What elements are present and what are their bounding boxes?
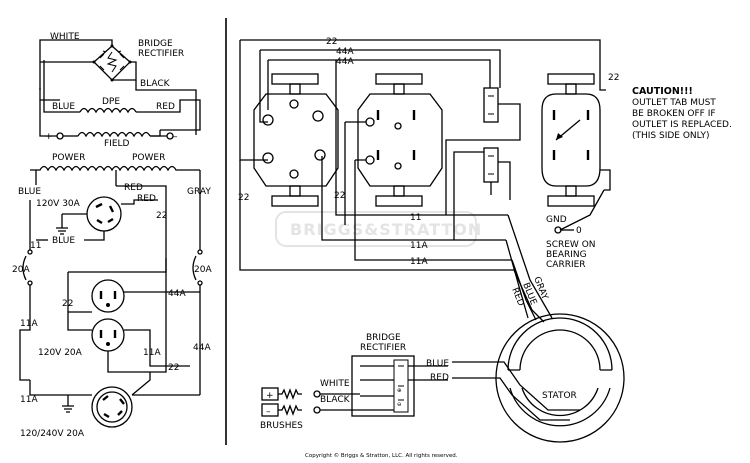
label-44a-a: 44A [168,289,186,299]
label-white: WHITE [50,32,80,42]
caution-line-3: BE BROKEN OFF IF [632,109,716,119]
label-red-outlet: RED [137,194,156,204]
label-11a-2: 11A [410,257,428,267]
label-22-a: 22 [156,211,167,221]
label-stator: STATOR [542,391,577,401]
label-outlet-20a: 120V 20A [38,348,83,358]
label-22-left: 22 [238,193,249,203]
label-22-right: 22 [608,73,619,83]
label-11: 11 [410,213,421,223]
label-11a-1: 11A [410,241,428,251]
copyright-notice: Copyright © Briggs & Stratton, LLC. All … [305,452,458,459]
fuse-holders [483,87,499,183]
label-red-rect: RED [430,373,449,383]
label-red-mid: RED [124,183,143,193]
bridge-rectifier-symbol [92,44,132,82]
label-gray: GRAY [187,187,211,197]
label-blue-dpe: BLUE [52,102,75,112]
outlet-240v-symbol [91,386,133,428]
watermark-text: BRIGGS&STRATTON [290,220,482,239]
label-bridge-box-1: BRIDGE [366,333,401,343]
label-11a-c: 11A [143,348,161,358]
caution-line-5: (THIS SIDE ONLY) [632,131,710,141]
label-field-plus: + [45,132,53,142]
svg-text:⊕: ⊕ [397,388,402,394]
label-rectifier: RECTIFIER [138,49,184,59]
label-outlet-240: 120/240V 20A [20,429,85,439]
label-screw-1: SCREW ON [546,240,596,250]
caution-line-2: OUTLET TAB MUST [632,98,716,108]
label-screw-3: CARRIER [546,260,586,270]
label-white-brush: WHITE [320,379,350,389]
label-red-dpe: RED [156,102,175,112]
label-blue-outlet: BLUE [52,236,75,246]
label-blue-left: BLUE [18,187,41,197]
caution-line-1: CAUTION!!! [632,86,693,97]
receptacle-gfci [541,73,601,207]
label-brush-minus: – [266,407,271,417]
svg-text:⊖: ⊖ [397,402,402,408]
outlet-20a-duplex-symbol [68,258,167,352]
label-bridge-box-2: RECTIFIER [360,343,406,353]
receptacle-20a [357,73,443,207]
receptacle-30a [253,73,339,207]
label-brushes: BRUSHES [260,421,303,431]
label-22-top: 22 [326,37,337,47]
label-bridge: BRIDGE [138,39,173,49]
label-11: 11 [30,241,41,251]
label-22-mid: 22 [334,191,345,201]
label-blue-rect: BLUE [426,359,449,369]
left-schematic: WHITE BRIDGE RECTIFIER BLACK DPE BLUE RE… [12,32,212,439]
label-22-c: 22 [168,363,179,373]
bridge-rectifier-box: ⊕ ⊖ [351,355,415,417]
label-20a-left: 20A [12,265,30,275]
label-44a-b: 44A [193,343,211,353]
watermark: BRIGGS&STRATTON [275,211,482,247]
label-dpe: DPE [102,97,120,107]
outlet-30a-symbol [86,196,122,232]
right-wiring: 22 44A 44A 22 22 [238,37,732,443]
label-brush-plus: + [266,391,274,401]
label-power-2: POWER [132,153,165,163]
label-44a-2: 44A [336,57,354,67]
label-11a-b: 11A [20,319,38,329]
label-44a-1: 44A [336,47,354,57]
label-22-b: 22 [62,299,73,309]
label-11a-d: 11A [20,395,38,405]
label-black: BLACK [140,79,171,89]
label-screw-2: BEARING [546,250,587,260]
label-power-1: POWER [52,153,85,163]
label-20a-right: 20A [194,265,212,275]
label-gnd: GND [546,215,567,225]
label-field-minus: – [173,132,178,142]
label-black-brush: BLACK [320,395,351,405]
label-field: FIELD [104,139,130,149]
label-zero: 0 [576,226,582,236]
label-outlet-30a: 120V 30A [36,199,81,209]
caution-line-4: OUTLET IS REPLACED. [632,120,732,130]
